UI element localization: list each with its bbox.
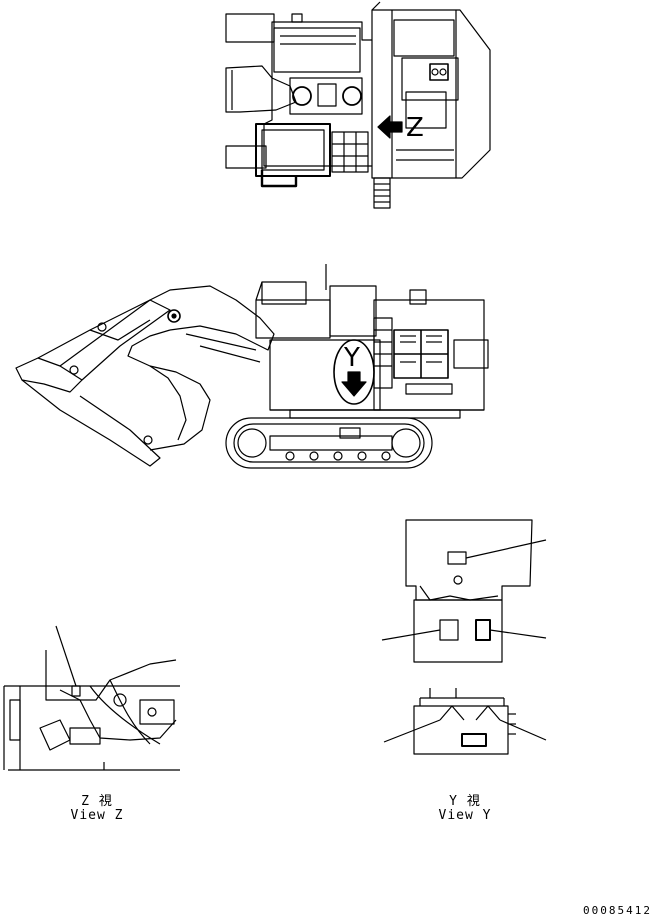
view-z-caption-english: View Z (70, 808, 124, 823)
drawing-number: 00085412 (583, 904, 652, 917)
side-view-machine (15, 264, 489, 469)
top-view-marker-letter: Z (406, 113, 424, 143)
side-view-marker-letter: Y (343, 343, 360, 373)
view-y-detail (381, 519, 547, 755)
view-y-caption-japanese: Y 視 (449, 794, 481, 809)
top-view-machine (225, 1, 491, 209)
view-z-detail (3, 625, 180, 771)
view-y-caption: Y 視 View Y (420, 795, 510, 823)
view-y-caption-english: View Y (438, 808, 492, 823)
view-z-caption: Z 視 View Z (52, 795, 142, 823)
view-z-caption-japanese: Z 視 (81, 794, 113, 809)
